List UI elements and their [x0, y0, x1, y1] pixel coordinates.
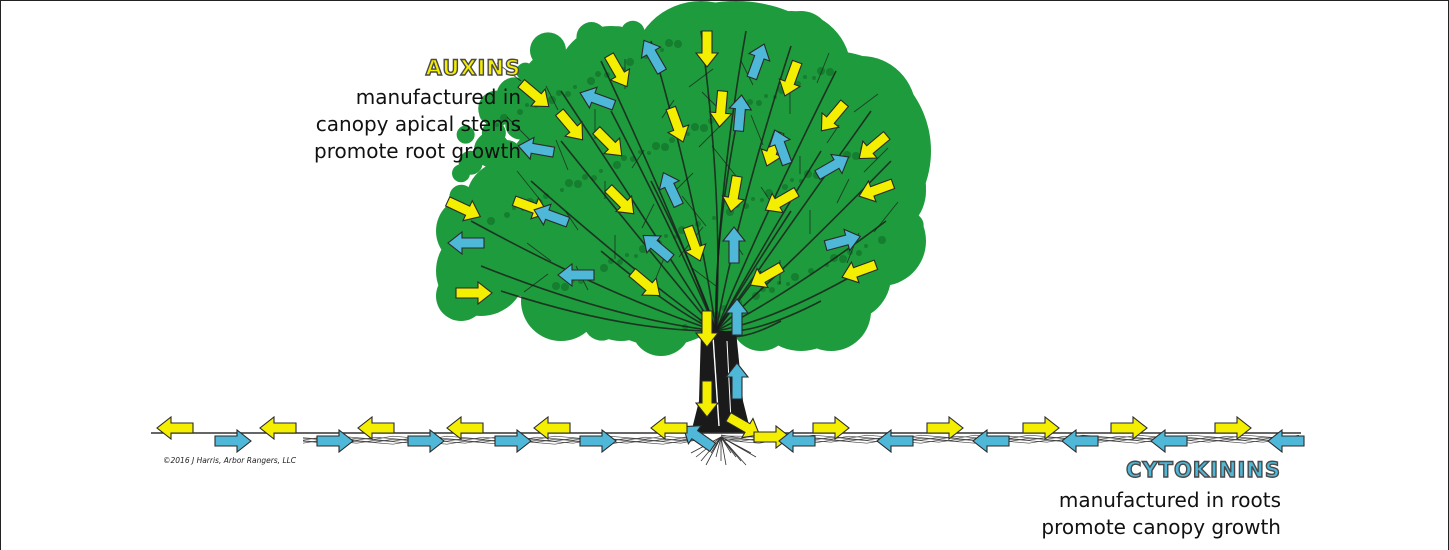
leaf-shade	[812, 76, 816, 80]
leaf-shade	[864, 244, 868, 248]
leaf-shade	[826, 68, 834, 76]
leaf-shade	[625, 253, 629, 257]
cytokinins-line: manufactured in roots	[981, 487, 1281, 514]
auxins-title: AUXINS	[421, 56, 521, 80]
leaf-shade	[665, 39, 673, 47]
cytokinins-description: manufactured in roots promote canopy gro…	[981, 487, 1281, 541]
canopy-leaf-tuft	[890, 160, 914, 184]
leaf-shade	[587, 77, 595, 85]
auxin-arrow	[534, 417, 570, 439]
canopy-leaf-tuft	[881, 88, 905, 112]
canopy-leaf-tuft	[740, 26, 758, 44]
canopy-leaf-tuft	[530, 32, 566, 68]
leaf-shade	[791, 273, 799, 281]
leaf-shade	[652, 142, 660, 150]
leaf-shade	[525, 103, 529, 107]
leaf-shade	[764, 94, 768, 98]
leaf-shade	[599, 169, 603, 173]
leaf-shade	[565, 91, 571, 97]
leaf-shade	[561, 283, 569, 291]
leaf-shade	[669, 137, 675, 143]
leaf-shade	[595, 71, 601, 77]
leaf-shade	[782, 184, 788, 190]
copyright-notice: ©2016 J Harris, Arbor Rangers, LLC	[163, 456, 296, 465]
auxins-line: canopy apical stems	[201, 111, 521, 138]
auxin-arrow	[651, 417, 687, 439]
auxin-arrow	[447, 417, 483, 439]
auxin-arrow	[157, 417, 193, 439]
canopy-leaf-tuft	[900, 213, 924, 237]
leaf-shade	[769, 287, 775, 293]
leaf-shade	[839, 255, 847, 263]
cytokinins-title: CYTOKININS	[1121, 458, 1281, 482]
leaf-shade	[856, 250, 862, 256]
leaf-shade	[504, 212, 510, 218]
leaf-shade	[565, 179, 573, 187]
auxin-arrow	[927, 417, 963, 439]
leaf-shade	[600, 264, 608, 272]
leaf-shade	[613, 161, 621, 169]
leaf-shade	[487, 217, 495, 225]
leaf-shade	[560, 188, 564, 192]
leaf-shade	[626, 58, 634, 66]
leaf-shade	[647, 151, 651, 155]
leaf-shade	[660, 48, 664, 52]
auxins-description: manufactured in canopy apical stems prom…	[201, 84, 521, 165]
auxins-line: promote root growth	[201, 138, 521, 165]
leaf-shade	[878, 236, 886, 244]
leaf-shade	[751, 197, 755, 201]
leaf-shade	[664, 234, 668, 238]
leaf-shade	[674, 40, 682, 48]
leaf-shade	[574, 180, 582, 188]
leaf-shade	[700, 124, 708, 132]
leaf-shade	[573, 85, 577, 89]
auxin-arrow	[1023, 417, 1059, 439]
leaf-shade	[582, 174, 588, 180]
leaf-shade	[634, 254, 638, 258]
leaf-shade	[552, 282, 560, 290]
auxins-line: manufactured in	[201, 84, 521, 111]
leaf-shade	[691, 123, 699, 131]
leaf-shade	[803, 75, 807, 79]
tree-canopy	[436, 1, 931, 356]
leaf-shade	[790, 178, 794, 182]
auxin-arrow	[260, 417, 296, 439]
leaf-shade	[756, 100, 762, 106]
cytokinins-line: promote canopy growth	[981, 514, 1281, 541]
auxin-arrow	[1215, 417, 1251, 439]
auxin-arrow	[358, 417, 394, 439]
leaf-shade	[760, 198, 764, 202]
canopy-leaf-tuft	[824, 298, 842, 316]
leaf-shade	[786, 282, 790, 286]
leaf-shade	[661, 143, 669, 151]
leaf-shade	[712, 216, 716, 220]
leaf-shade	[556, 90, 562, 96]
